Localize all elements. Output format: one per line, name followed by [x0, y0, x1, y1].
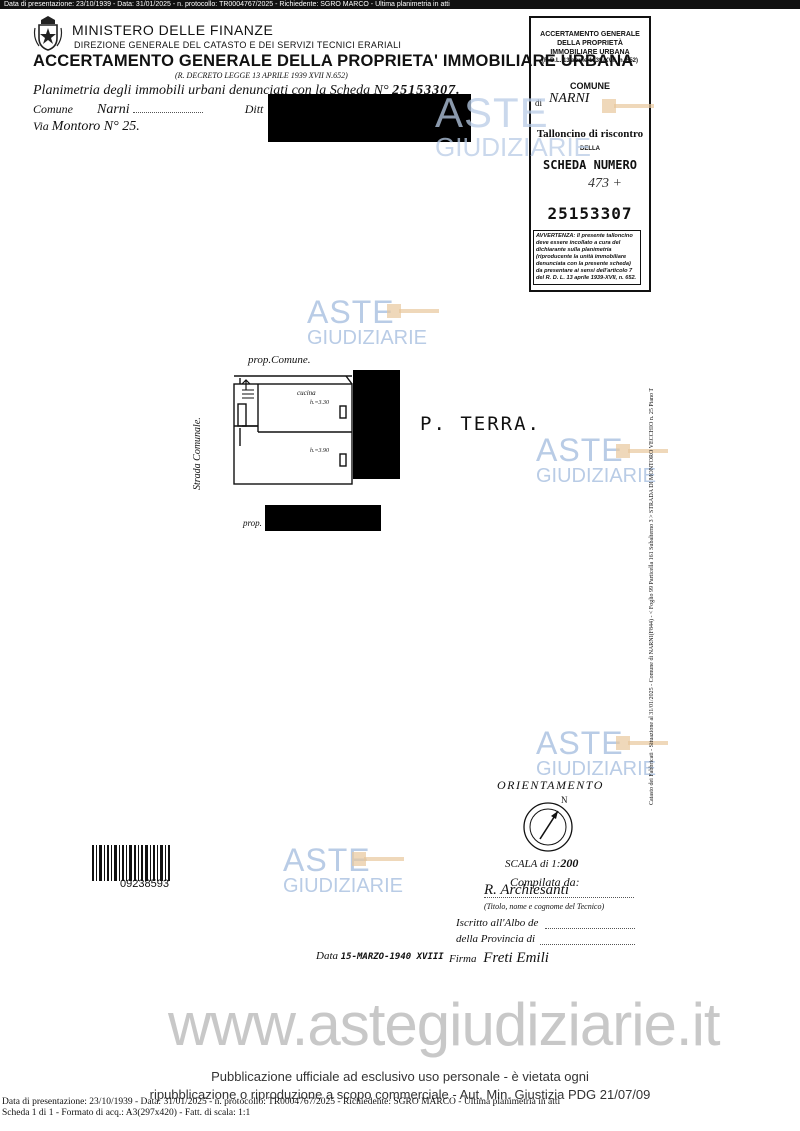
firma-label: Firma — [449, 953, 477, 965]
gavel-icon — [352, 852, 404, 866]
barcode — [92, 845, 170, 881]
gavel-icon — [616, 736, 668, 750]
comune-heading: COMUNE — [570, 81, 610, 91]
redaction-block — [353, 370, 400, 479]
decree-reference: (R. DECRETO LEGGE 13 APRILE 1939 XVII N.… — [175, 71, 348, 80]
albo-line — [545, 928, 635, 929]
watermark-aste-1: ASTE GIUDIZIARIE — [435, 89, 592, 162]
di-label: di — [535, 98, 543, 108]
firma-line: Firma Freti Emili — [449, 950, 549, 967]
direzione-heading: DIREZIONE GENERALE DEL CATASTO E DEI SER… — [74, 40, 402, 50]
watermark-aste-text: ASTE — [536, 432, 624, 468]
strada-label-wrapper: Strada Comunale. — [192, 417, 206, 590]
comune-line: Comune Narni Ditt — [33, 102, 263, 118]
compilata-label: Compilata da: — [510, 875, 580, 889]
footer-line-1: Data di presentazione: 23/10/1939 - Data… — [2, 1097, 561, 1107]
watermark-aste-text: ASTE — [307, 294, 395, 330]
height-label-1: h.=3.30 — [310, 400, 330, 406]
via-line: Via Montoro N° 25. — [33, 119, 140, 135]
redaction-block — [268, 94, 471, 142]
watermark-aste-text: ASTE — [536, 725, 624, 761]
gavel-icon — [616, 444, 668, 458]
scale-label: SCALA di 1: — [505, 858, 561, 870]
watermark-giudiziarie-text: GIUDIZIARIE — [283, 875, 404, 897]
redaction-block — [265, 505, 381, 531]
titolo-hint: (Titolo, nome e cognome del Tecnico) — [484, 902, 605, 911]
firma-signature: Freti Emili — [483, 950, 549, 966]
via-label: Via — [33, 119, 49, 133]
watermark-aste-text: ASTE — [435, 89, 549, 136]
ditta-label: Ditt — [244, 102, 264, 116]
floor-label: P. TERRA. — [420, 413, 541, 435]
talloncino-label: Talloncino di riscontro — [536, 128, 644, 140]
warning-box: AVVERTENZA: Il presente talloncino deve … — [533, 230, 641, 285]
north-label: N — [561, 795, 568, 805]
height-label-2: h.=3.90 — [310, 448, 330, 454]
talloncino-rdl: (R.D.L. 13 aprile 1939-XVII, n. 652) — [541, 58, 639, 64]
coat-of-arms-emblem — [33, 16, 63, 51]
data-line: Data 15-MARZO-1940 XVIII — [316, 950, 444, 962]
data-value: 15-MARZO-1940 XVIII — [340, 952, 444, 962]
publication-notice-1: Pubblicazione ufficiale ad esclusivo uso… — [211, 1069, 589, 1084]
albo-label: Iscritto all'Albo de — [456, 917, 539, 929]
comune-value: Narni — [97, 102, 130, 117]
gavel-icon — [602, 99, 654, 113]
strada-comunale-label: Strada Comunale. — [192, 417, 203, 490]
watermark-giudiziarie-text: GIUDIZIARIE — [435, 132, 592, 162]
prop-comune-label: prop.Comune. — [248, 354, 311, 366]
compilata-signature: R. Archiesanti — [484, 882, 569, 898]
data-label: Data — [316, 950, 338, 962]
talloncino-title: ACCERTAMENTO GENERALE DELLA PROPRIETÀ IM… — [540, 31, 640, 56]
signature-line — [484, 897, 634, 898]
scheda-numero-label: SCHEDA NUMERO — [543, 158, 637, 172]
floor-plan-drawing — [233, 375, 353, 485]
watermark-aste-4: ASTE GIUDIZIARIE — [536, 727, 656, 779]
ministry-heading: MINISTERO DELLE FINANZE — [72, 22, 274, 38]
comune-label: Comune — [33, 102, 73, 116]
talloncino-comune-value: NARNI — [549, 91, 590, 106]
north-compass-icon — [523, 802, 573, 852]
talloncino-box: ACCERTAMENTO GENERALE DELLA PROPRIETÀ IM… — [529, 16, 651, 292]
cucina-label: cucina — [297, 389, 316, 397]
cadastral-side-note: Catasto dei Fabbricati - Situazione al 3… — [635, 388, 655, 810]
orientation-label: ORIENTAMENTO — [497, 778, 604, 792]
footer-line-2: Scheda 1 di 1 - Formato di acq.: A3(297x… — [2, 1108, 251, 1118]
watermark-giudiziarie-text: GIUDIZIARIE — [536, 465, 657, 487]
talloncino-number: 25153307 — [547, 204, 633, 223]
gavel-icon — [387, 304, 439, 318]
handwritten-code: 473 + — [588, 176, 622, 191]
site-watermark: www.astegiudiziarie.it — [168, 991, 721, 1058]
watermark-aste-2: ASTE GIUDIZIARIE — [307, 296, 427, 348]
prop-bottom-label: prop. — [243, 518, 262, 528]
watermark-aste-3: ASTE GIUDIZIARIE — [536, 434, 656, 486]
watermark-giudiziarie-text: GIUDIZIARIE — [307, 327, 428, 349]
publication-notice-2: ripubblicazione o riproduzione a scopo c… — [149, 1087, 651, 1102]
via-value: Montoro N° 25. — [51, 119, 140, 134]
scale-line: SCALA di 1:200 — [505, 856, 578, 871]
scale-value: 200 — [560, 856, 579, 870]
della-label: DELLA — [580, 146, 600, 152]
cadastral-side-text: Catasto dei Fabbricati - Situazione al 3… — [649, 387, 655, 805]
top-info-strip: Data di presentazione: 23/10/1939 - Data… — [0, 0, 800, 9]
provincia-label: della Provincia di — [456, 933, 536, 945]
provincia-line — [540, 944, 635, 945]
watermark-giudiziarie-text: GIUDIZIARIE — [536, 758, 657, 780]
document-title: ACCERTAMENTO GENERALE DELLA PROPRIETA' I… — [33, 52, 634, 70]
barcode-number: 09238593 — [120, 878, 169, 890]
